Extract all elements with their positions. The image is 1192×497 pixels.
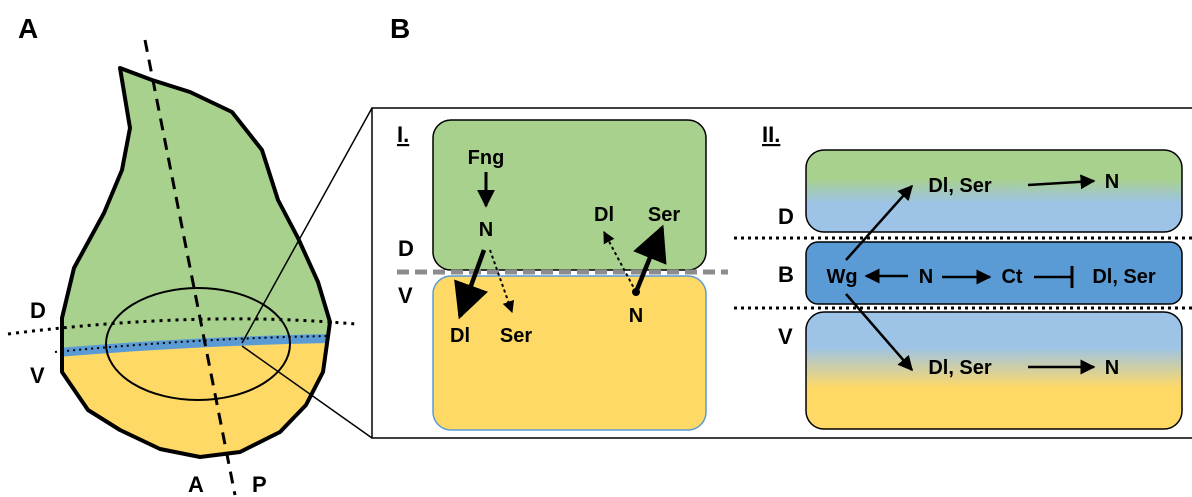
panel-b: B I. D V Fng N Dl Ser Dl Ser N II.	[371, 13, 1192, 439]
wing-disc-fill	[62, 68, 330, 457]
panel-a: A D V A P	[7, 13, 373, 497]
top-ligands-to-n-arrow	[1027, 174, 1096, 190]
top-n-label: N	[1105, 171, 1119, 193]
dv-boundary-inner-dots	[54, 335, 331, 353]
panel-a-letter: A	[18, 13, 38, 44]
part-1-d-label: D	[398, 236, 414, 261]
zoom-line-top	[241, 107, 373, 344]
ap-axis-dashed-line	[143, 39, 237, 496]
panel-a-p-label: P	[252, 472, 267, 497]
part-2-d-label: D	[778, 204, 794, 229]
bottom-n-label: N	[1105, 357, 1119, 379]
n-to-dl-weak-arrow	[603, 230, 637, 293]
n-ventral-label: N	[629, 305, 643, 327]
panel-a-d-label: D	[30, 298, 46, 323]
n-dorsal-label: N	[479, 219, 493, 241]
wg-label: Wg	[826, 266, 857, 288]
part-2-v-label: V	[778, 324, 793, 349]
dl-dorsal-label: Dl	[594, 204, 614, 226]
boundary-cells-box	[805, 241, 1183, 305]
part-1-heading: I.	[397, 122, 409, 147]
top-ligands-label: Dl, Ser	[928, 175, 992, 197]
panel-a-a-label: A	[188, 472, 204, 497]
wing-disc-outline	[60, 66, 332, 459]
dl-ventral-label: Dl	[450, 325, 470, 347]
n-to-dl-strong-arrow	[454, 249, 488, 320]
zoom-frame	[371, 107, 1192, 439]
zoom-line-bottom	[241, 345, 373, 439]
part-2-heading: II.	[762, 122, 780, 147]
part-1: I. D V Fng N Dl Ser Dl Ser N	[397, 119, 728, 431]
dorsal-cells-box	[805, 149, 1183, 233]
middle-n-label: N	[919, 266, 933, 288]
ser-dorsal-label: Ser	[648, 204, 680, 226]
pouch-ellipse	[105, 287, 291, 401]
part-2: II. D B V Dl, Ser N Wg N Ct Dl, Ser Dl, …	[734, 122, 1192, 430]
middle-ligands-label: Dl, Ser	[1092, 266, 1156, 288]
panel-a-v-label: V	[30, 363, 45, 388]
part-1-v-label: V	[398, 283, 413, 308]
ct-label: Ct	[1001, 266, 1022, 288]
ser-ventral-label: Ser	[500, 325, 532, 347]
fng-label: Fng	[468, 147, 505, 169]
wg-to-top-ligands-arrow	[845, 184, 913, 261]
bottom-ligands-label: Dl, Ser	[928, 357, 992, 379]
n-to-ser-strong-arrow	[633, 224, 667, 293]
ventral-cells-box	[805, 311, 1183, 430]
dv-boundary-band	[62, 333, 330, 359]
part-2-b-label: B	[778, 262, 794, 287]
dorsal-region	[62, 68, 330, 350]
ventral-cell-block	[432, 275, 707, 431]
n-to-ser-weak-arrow	[489, 249, 515, 314]
dv-boundary-dotted-line	[7, 317, 356, 336]
panel-b-letter: B	[390, 13, 410, 44]
dorsal-cell-block	[432, 119, 707, 271]
wg-to-bottom-ligands-arrow	[845, 293, 913, 372]
